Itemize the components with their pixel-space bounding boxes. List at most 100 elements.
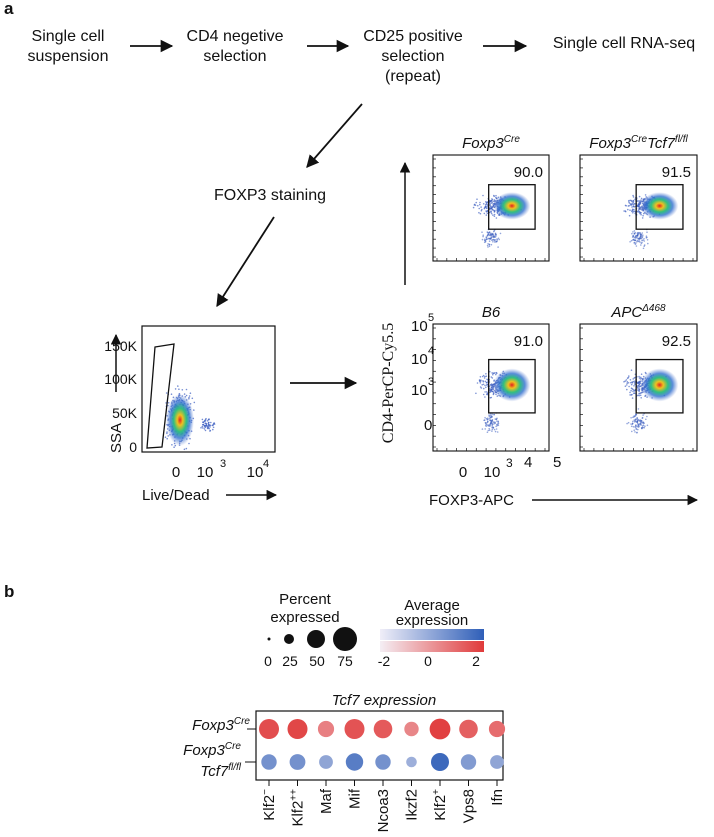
facs-dot [481,238,484,241]
facs-dot [493,428,496,431]
facs-dot [491,201,494,204]
dot-ko-0 [261,754,277,770]
facs-dot [637,200,639,202]
facs-dot [482,203,485,205]
facs-dot [629,391,631,394]
facs-dot [631,209,633,212]
facs-dot [646,424,649,427]
facs-dot [492,373,494,376]
facs-dot [482,380,484,382]
facs-title-main: B6 [482,304,501,321]
dot-ctrl-2 [317,720,335,738]
facs-frame [432,154,550,262]
facs-dot [486,378,488,381]
row2-label: Foxp3Cre [183,741,241,759]
facs-dot [646,415,648,418]
facs-dot [637,394,639,397]
facs-dot [489,384,492,386]
dot-ko-8 [490,755,504,769]
facs-dot [494,233,497,235]
facs-dot [635,245,638,247]
facs-dot [642,247,645,250]
facs-dot [480,206,482,208]
facs-dot [491,233,494,236]
facs-dot [482,234,485,236]
facs-dot [497,424,500,427]
facs-dot [490,415,493,417]
facs-dot [640,199,642,201]
facs-dot [488,231,490,234]
facs-dot [638,207,641,210]
facs-dot [641,236,644,238]
scatter-dot [185,394,188,397]
scatter-dot [202,427,204,429]
facs-dot [624,385,627,388]
facs-frame [432,323,550,452]
scatter-dot [166,432,168,435]
scatter-dot [208,427,210,430]
facs-dot [491,425,494,427]
facs-dot [493,413,495,416]
scatter-dot [206,427,209,430]
scatter-dot [200,427,202,429]
facs-dot [631,381,633,383]
scatter-dot [201,425,204,428]
facs-dot [643,426,646,429]
facs-dot [638,195,641,198]
gene-label-main: Vps8 [461,789,478,823]
facs-dot [493,372,496,374]
facs-dot [483,212,486,215]
facs-dot [484,375,486,378]
gene-label-sup: + [431,789,442,795]
facs-title-main: APC [610,304,642,321]
live-dead-plot: 150K 100K 50K 0 SSA 0 10 3 10 4 Live/Dea… [104,325,278,504]
facs-title-main: Foxp3 [589,135,631,152]
facs-dot [488,414,490,416]
facs-dot [631,208,634,211]
dot-ko-6 [431,753,449,771]
facs-dot [631,430,633,433]
dot-ko-3 [345,753,364,771]
facs-dot [498,238,501,241]
facs-dot [485,214,488,216]
facs-title: APCΔ468 [610,303,666,321]
ld-xtick-10b: 10 [247,464,264,481]
facs-dot [632,380,635,383]
facs-dot [485,425,488,428]
facs-dot [493,211,496,213]
facs-dot [493,230,495,233]
facs-dot [491,430,493,432]
facs-dot [489,419,491,421]
facs-dot [496,431,499,433]
facs-dot [638,211,640,213]
facs-dot [629,379,632,381]
facs-xtick-4: 4 [524,454,532,471]
facs-dot [637,428,639,431]
facs-dot [634,203,636,205]
facs-dot [490,389,493,391]
gene-label-1: Klf2++ [289,789,307,827]
row1-sup: Cre [234,716,251,727]
facs-dot [624,210,627,212]
facs-xtick-0: 0 [459,464,467,481]
facs-dot [495,194,497,197]
size-dot-50 [307,630,325,648]
facs-cloud [640,368,679,402]
facs-dot [639,237,642,239]
facs-dot [633,241,636,244]
scatter-dot [166,431,168,433]
facs-dot [490,237,493,239]
facs-dot [640,213,642,216]
facs-dot [628,214,631,217]
facs-dot [484,206,487,208]
facs-dot [490,243,493,246]
facs-ytick-sup4: 4 [428,345,434,357]
scatter-dot [212,428,214,431]
facs-dot [495,425,497,428]
facs-dot [628,201,630,203]
facs-dot [645,237,648,239]
facs-dot [481,428,484,430]
gene-label-main: Mif [347,788,364,809]
scatter-dot [185,447,188,450]
